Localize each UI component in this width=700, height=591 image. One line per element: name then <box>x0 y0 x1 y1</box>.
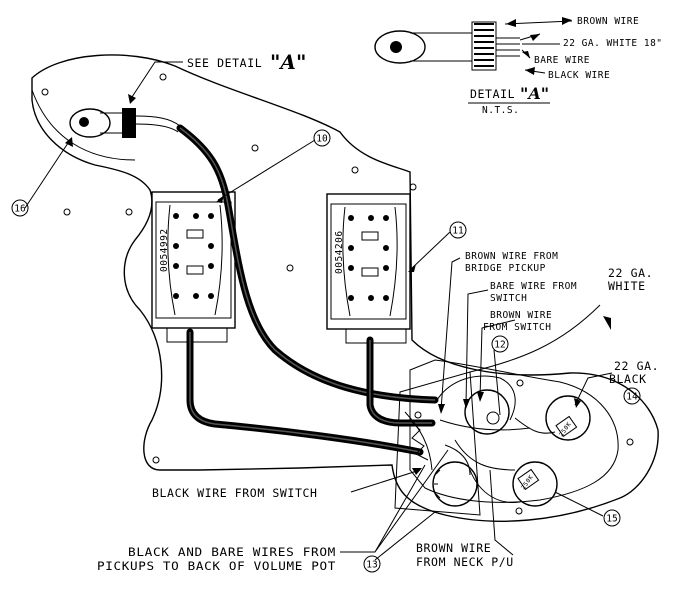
callout-10-text: 10 <box>316 134 328 145</box>
black-22ga-line1: 22 GA. <box>614 359 659 373</box>
detail-white-wire-label: 22 GA. WHITE 18" <box>563 38 663 49</box>
shielded-cables <box>176 124 439 456</box>
callout-15-text: 15 <box>606 514 617 525</box>
control-cavity <box>394 359 619 516</box>
volume-pot <box>464 389 510 435</box>
callout-15: 15 <box>603 509 621 527</box>
callout-12: 12 <box>491 335 509 353</box>
black-from-switch-label: BLACK WIRE FROM SWITCH <box>152 486 318 500</box>
bridge-pickup: 0054206 <box>326 193 411 344</box>
callout-13: 13 <box>363 555 381 573</box>
pickup-selector-switch <box>432 461 478 507</box>
brown-from-bridge-line2: BRIDGE PICKUP <box>465 263 546 274</box>
detail-a-caption-letter: "A" <box>520 84 549 103</box>
bare-from-switch-line2: SWITCH <box>490 293 527 304</box>
output-jack <box>69 108 181 138</box>
tone-pot: 250K <box>545 395 591 441</box>
white-22ga-line2: WHITE <box>608 279 646 293</box>
bridge-pickup-label: 0054206 <box>334 230 345 274</box>
callout-14-text: 14 <box>626 392 638 403</box>
black-22ga-line2: BLACK <box>609 372 647 386</box>
see-detail-letter: "A" <box>270 50 306 74</box>
callout-11: 11 <box>449 221 467 239</box>
detail-a-caption: DETAIL <box>470 87 515 101</box>
callout-14: 14 <box>623 387 641 405</box>
pot-3: 250K <box>512 461 558 507</box>
detail-bare-wire-label: BARE WIRE <box>534 55 590 66</box>
brown-from-switch-line1: BROWN WIRE <box>490 310 552 321</box>
callout-16-text: 16 <box>14 204 26 215</box>
callout-12-text: 12 <box>494 340 505 351</box>
callout-13-text: 13 <box>366 560 377 571</box>
detail-a-inset <box>374 20 573 74</box>
brown-neck-line2: FROM NECK P/U <box>416 555 514 569</box>
nts-label: N.T.S. <box>482 105 519 116</box>
black-bare-line1: BLACK AND BARE WIRES FROM <box>128 545 336 559</box>
brown-neck-line1: BROWN WIRE <box>416 541 491 555</box>
detail-brown-wire-label: BROWN WIRE <box>577 16 639 27</box>
brown-from-bridge-line1: BROWN WIRE FROM <box>465 251 558 262</box>
guitar-body-outline <box>31 54 659 522</box>
see-detail-label: SEE DETAIL <box>187 56 262 70</box>
screw-holes <box>41 73 634 515</box>
callout-10: 10 <box>313 129 331 147</box>
harness-wires <box>404 304 601 504</box>
white-22ga-line1: 22 GA. <box>608 266 653 280</box>
bare-from-switch-line1: BARE WIRE FROM <box>490 281 577 292</box>
neck-pickup: 0054992 <box>151 191 236 343</box>
detail-black-wire-label: BLACK WIRE <box>548 70 610 81</box>
brown-from-switch-line2: FROM SWITCH <box>483 322 551 333</box>
black-bare-line2: PICKUPS TO BACK OF VOLUME POT <box>97 559 336 573</box>
neck-pickup-label: 0054992 <box>159 228 170 272</box>
callout-11-text: 11 <box>452 226 464 237</box>
leader-lines <box>24 61 613 561</box>
arrowheads <box>65 17 611 475</box>
callout-16: 16 <box>11 199 29 217</box>
